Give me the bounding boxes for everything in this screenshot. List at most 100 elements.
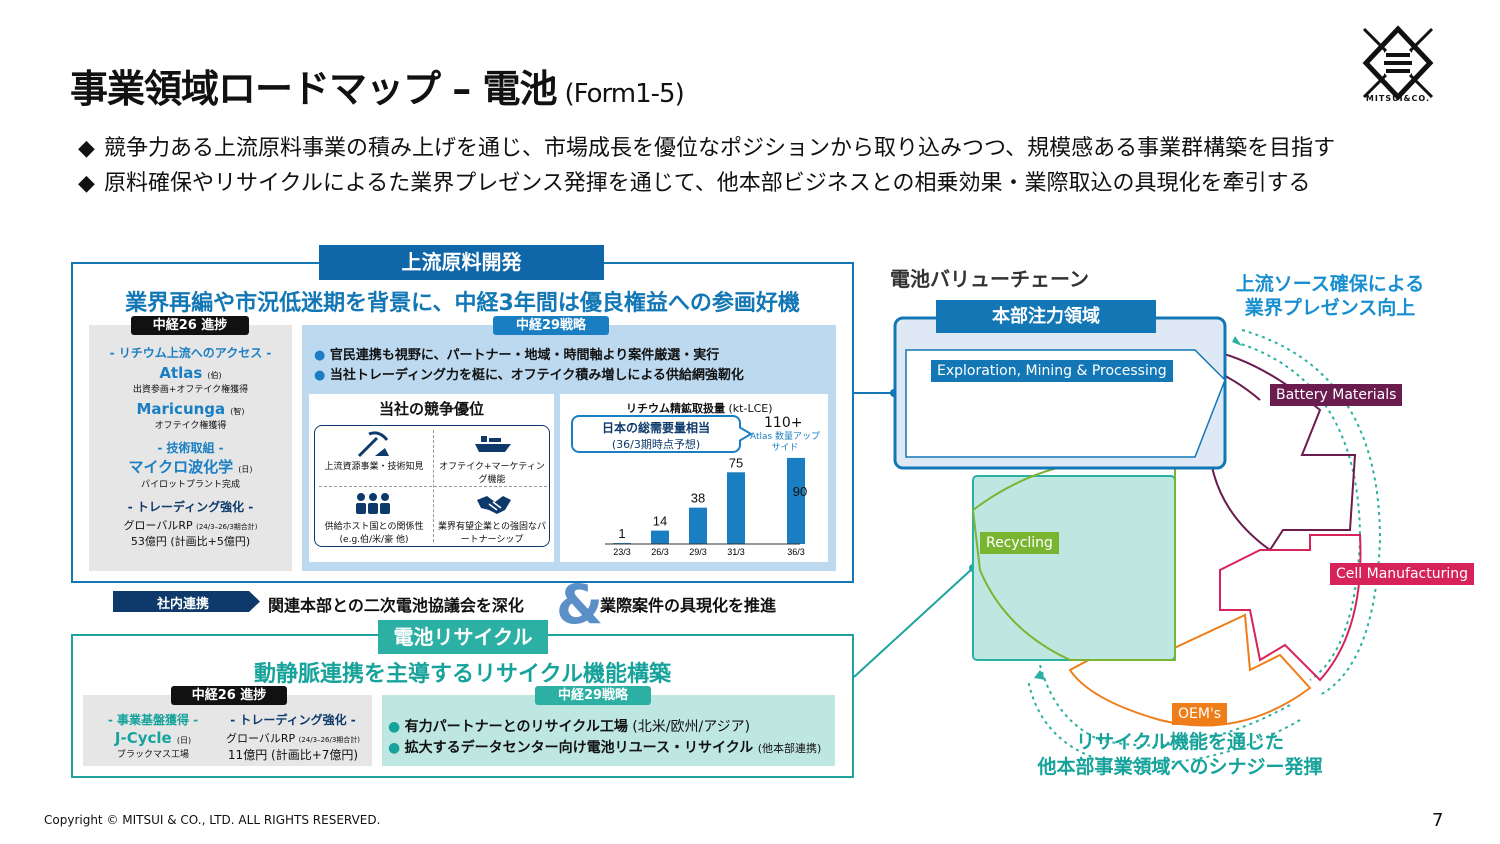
ship-icon <box>475 436 511 452</box>
recycle-rp-label: グローバルRP <box>225 732 296 745</box>
recycle-point-main: 拡大するデータセンター向け電池リユース・リサイクル <box>404 740 754 756</box>
exploration-label: Exploration, Mining & Processing <box>931 360 1173 382</box>
tech-heading: - 技術取組 - <box>157 441 224 455</box>
recycle-point-sub: (北米/欧州/アジア) <box>632 719 751 735</box>
logo-text: MITSUI&CO. <box>1365 94 1431 103</box>
bullet-marker-icon: ◆ <box>78 171 95 196</box>
chart-tick-label: 26/3 <box>651 547 669 557</box>
recycle-point-main: 有力パートナーとのリサイクル工場 <box>404 719 628 735</box>
bullet-text: 原料確保やリサイクルによるた業界プレゼンス発揮を通じて、他本部ビジネスとの相乗効… <box>104 171 1311 196</box>
recycle-point-1: ● 有力パートナーとのリサイクル工場 (北米/欧州/アジア) <box>388 719 751 735</box>
upper-note-line: 上流ソース確保による <box>1235 273 1425 295</box>
upper-note: 上流ソース確保による 業界プレゼンス向上 <box>1210 272 1450 320</box>
strategy-point-1: ● 官民連携も視野に、パートナー・地域・時間軸より案件厳選・実行 <box>314 348 720 363</box>
recycle-header: 電池リサイクル <box>378 620 548 654</box>
people-icon <box>356 493 390 514</box>
advantage-label-3: 供給ホスト国との関係性 (e.g.伯/米/豪 他) <box>324 522 424 545</box>
page-number: 7 <box>1432 810 1444 831</box>
page-title: 事業領域ロードマップ – 電池(Form1-5) <box>70 58 685 113</box>
lower-note-line: 他本部事業領域へのシナジー発揮 <box>1037 756 1323 778</box>
internal-tag: 社内連携 <box>113 591 260 612</box>
microwave-note: パイロットプラント完成 <box>140 480 240 490</box>
chart-top-label-36: 110+ <box>764 415 803 431</box>
advantage-panel <box>309 394 554 562</box>
bullet-marker-icon: ◆ <box>78 136 95 161</box>
mining-icon <box>357 431 389 458</box>
chart-value-label: 75 <box>729 455 743 470</box>
strategy-point-text: 官民連携も視野に、パートナー・地域・時間軸より案件厳選・実行 <box>329 348 720 363</box>
atlas-note: 出資参画+オフテイク権獲得 <box>132 385 249 395</box>
chart-title-line: リチウム精鉱取扱量 (kt-LCE) <box>626 400 773 416</box>
value-chain-title: 電池バリューチェーン <box>890 267 1089 291</box>
advantage-label-2: オフテイク+マーケティング機能 <box>439 462 545 485</box>
advantage-grid: 上流資源事業・技術知見 オフテイク+マーケティング機能 供給ホスト国との関係性 … <box>314 425 550 547</box>
advantage-label-4: 業界有望企業との強固なパートナーシップ <box>438 522 546 545</box>
internal-tag-text: 社内連携 <box>156 597 209 612</box>
chart-bar <box>651 530 669 544</box>
recycle-point-sub: (他本部連携) <box>757 742 822 755</box>
atlas-name: Atlas <box>159 364 203 382</box>
chart-tick-label: 23/3 <box>613 547 631 557</box>
upper-note-line: 業界プレゼンス向上 <box>1244 297 1416 319</box>
recycle-rp-value: 11億円 (計画比+7億円) <box>227 748 359 762</box>
lower-note-line: リサイクル機能を通じた <box>1075 731 1285 753</box>
chart-bar <box>727 472 745 544</box>
title-main: 事業領域ロードマップ – 電池 <box>70 67 557 111</box>
title-sub: (Form1-5) <box>564 79 684 109</box>
chart-value-label: 1 <box>618 526 625 541</box>
chart-tick-label: 36/3 <box>787 547 805 557</box>
recycle-trading-heading: - トレーディング強化 - <box>230 713 356 727</box>
jcycle-country: (日) <box>176 736 192 745</box>
microwave-country: (日) <box>238 465 253 474</box>
internal-left-text: 関連本部との二次電池協議会を深化 <box>268 596 524 615</box>
chart-bars <box>613 457 805 544</box>
recycle-lead: 動静脈連携を主導するリサイクル機能構築 <box>254 662 671 687</box>
chart-unit: (kt-LCE) <box>728 402 773 415</box>
recycle-base-col: - 事業基盤獲得 - J-Cycle (日) ブラックマス工場 <box>88 711 218 760</box>
callout-pointer-icon <box>739 426 753 442</box>
trading-heading: - トレーディング強化 - <box>127 500 254 514</box>
callout-line1: 日本の総需要量相当 <box>601 421 710 435</box>
advantage-title: 当社の競争優位 <box>378 400 484 418</box>
bullet-text: 競争力ある上流原料事業の積み上げを通じ、市場成長を優位なポジションから取り込みつ… <box>104 136 1336 161</box>
ampersand-icon: & <box>556 573 604 636</box>
chart-value-label: 14 <box>653 514 667 529</box>
recycle-progress-panel <box>83 695 372 766</box>
rp-value: 53億円 (計画比+5億円) <box>130 535 251 548</box>
upstream-progress-panel <box>89 325 292 571</box>
chart-bar <box>689 507 707 544</box>
recycle-strategy-tag: 中経29戦略 <box>535 686 651 705</box>
recycle-progress-tag: 中経26 進捗 <box>171 686 287 705</box>
chart-tick-labels: 23/3 26/3 29/3 31/3 36/3 <box>613 547 805 557</box>
jcycle-note: ブラックマス工場 <box>116 750 189 760</box>
atlas-country: (伯) <box>207 371 222 380</box>
access-heading: - リチウム上流へのアクセス - <box>109 346 272 360</box>
maricunga-note: オフテイク権獲得 <box>154 421 227 431</box>
upstream-progress-content: - リチウム上流へのアクセス - Atlas (伯) 出資参画+オフテイク権獲得… <box>89 344 292 549</box>
lower-note: リサイクル機能を通じた 他本部事業領域へのシナジー発揮 <box>1010 730 1350 780</box>
microwave-name: マイクロ波化学 <box>128 458 234 476</box>
recycle-trading-col: - トレーディング強化 - グローバルRP (24/3–26/3期合計) 11億… <box>218 711 368 763</box>
chart-tick-label: 31/3 <box>727 547 745 557</box>
chart-value-label: 90 <box>793 484 807 499</box>
chart-tick-label: 29/3 <box>689 547 707 557</box>
jcycle-name: J-Cycle <box>114 729 172 747</box>
recycle-strategy-panel <box>382 695 835 766</box>
handshake-icon <box>477 496 511 514</box>
oem-label: OEM's <box>1172 703 1228 725</box>
bullet-2: ◆ 原料確保やリサイクルによるた業界プレゼンス発揮を通じて、他本部ビジネスとの相乗… <box>78 165 1310 197</box>
copyright: Copyright © MITSUI & CO., LTD. ALL RIGHT… <box>44 813 381 827</box>
maricunga-name: Maricunga <box>136 400 226 418</box>
rp-period: (24/3–26/3期合計) <box>196 523 258 531</box>
bullet-1: ◆ 競争力ある上流原料事業の積み上げを通じ、市場成長を優位なポジションから取り込み… <box>78 130 1335 162</box>
recycle-rp-period: (24/3–26/3期合計) <box>298 736 361 744</box>
cell-manufacturing-label: Cell Manufacturing <box>1330 563 1474 585</box>
battery-materials-label: Battery Materials <box>1270 384 1403 406</box>
chart-bar <box>787 457 805 544</box>
callout-line2: (36/3期時点予想) <box>611 438 701 451</box>
maricunga-country: (智) <box>230 407 245 416</box>
upstream-lead: 業界再編や市況低迷期を背景に、中経3年間は優良権益への参画好機 <box>125 291 800 316</box>
upstream-header: 上流原料開発 <box>319 245 604 280</box>
